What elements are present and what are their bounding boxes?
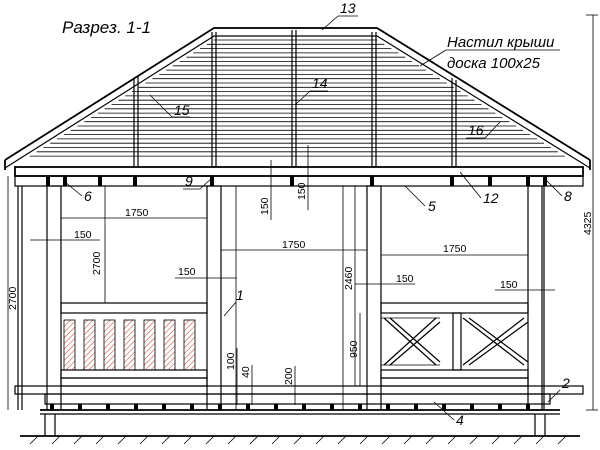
dim-post-height: 2700: [91, 251, 103, 275]
roof-note-line2: доска 100x25: [447, 55, 541, 72]
dim-floor: 200: [283, 367, 295, 385]
baluster: [143, 319, 156, 371]
callout-12: 12: [483, 190, 499, 206]
ground-hatch: [29, 435, 567, 445]
baluster: [123, 319, 136, 371]
dim-post-mid-left: 150: [178, 266, 196, 278]
roof: [4, 27, 591, 186]
callout-5: 5: [428, 198, 436, 214]
callout-2: 2: [561, 375, 570, 391]
baluster: [103, 319, 116, 371]
dim-sill: 40: [240, 366, 252, 378]
dim-post-right: 150: [500, 279, 518, 291]
dim-span-right: 1750: [443, 243, 467, 255]
callout-4: 4: [456, 412, 464, 428]
callout-15: 15: [174, 102, 190, 118]
baluster: [163, 319, 176, 371]
callout-14: 14: [312, 75, 328, 91]
drawing-title: Разрез. 1-1: [62, 18, 151, 37]
dim-post-left: 150: [74, 229, 92, 241]
callout-6: 6: [84, 188, 92, 204]
dim-total-height: 2700: [7, 286, 19, 310]
dimension-lines: [7, 14, 598, 411]
dim-post-mid-right: 150: [396, 273, 414, 285]
callout-13: 13: [340, 0, 356, 16]
roof-note-line1: Настил крыши: [447, 34, 555, 51]
right-railing-cross: [381, 312, 529, 371]
dim-rail-top: 100: [225, 352, 237, 370]
roof-note-leader: [419, 49, 447, 67]
dim-opening-height: 2460: [343, 266, 355, 290]
dimension-text: 1750 1750 1750 150 150 150 150 2700 2700…: [7, 182, 594, 385]
baluster: [183, 319, 196, 371]
callouts: 13 14 15 16 6 9 12 5 8 1 2 4: [64, 0, 572, 428]
callout-1: 1: [236, 287, 244, 303]
dim-span-middle: 1750: [282, 239, 306, 251]
left-balusters: [63, 319, 196, 371]
dim-span-left: 1750: [125, 207, 149, 219]
callout-8: 8: [564, 188, 572, 204]
baluster: [83, 319, 96, 371]
baluster: [63, 319, 76, 371]
callout-16: 16: [468, 122, 484, 138]
callout-9: 9: [185, 173, 193, 189]
dim-beam-a: 150: [259, 197, 271, 215]
dim-rail-height: 950: [348, 340, 360, 358]
frame: [14, 175, 584, 445]
dim-beam-b: 150: [296, 182, 308, 200]
dim-overall-height: 4325: [582, 211, 594, 235]
